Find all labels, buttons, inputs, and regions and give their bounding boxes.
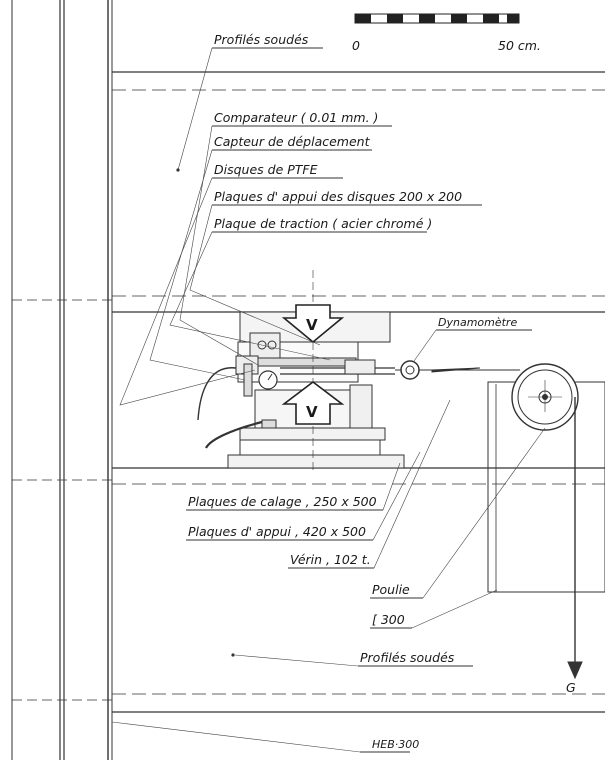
test-apparatus [197,270,405,470]
scale-end-label: 50 cm. [498,38,541,53]
leader-lines [111,47,546,753]
label-disques-ptfe: Disques de PTFE [214,162,318,177]
displacement-sensor [243,363,253,397]
label-profiles-soudes-top: Profilés soudés [214,32,309,47]
label-plaques-appui-disques: Plaques d' appui des disques 200 x 200 [214,189,462,204]
force-v-top-label: V [306,316,318,334]
label-plaque-traction: Plaque de traction ( acier chromé ) [214,216,432,231]
label-plaques-calage: Plaques de calage , 250 x 500 [188,494,377,509]
force-v-down-arrow [281,304,345,344]
label-load-g: G [566,680,576,695]
lower-beam [12,467,605,713]
label-underlines [186,47,532,753]
label-heb-300: HEB·300 [372,738,419,751]
label-c300: [ 300 [372,612,405,627]
label-poulie: Poulie [372,582,410,597]
label-capteur: Capteur de déplacement [214,134,371,149]
scale-bar: 0 50 cm. [352,13,541,53]
heb-column [11,0,113,760]
pulley-assembly [487,363,605,680]
dynamometer-icon [400,360,420,380]
scale-start-label: 0 [352,38,360,53]
label-comparateur: Comparateur ( 0.01 mm. ) [214,110,378,125]
force-v-up-arrow [281,380,345,425]
label-plaques-appui: Plaques d' appui , 420 x 500 [188,524,366,539]
force-arrows [281,304,345,425]
label-verin: Vérin , 102 t. [290,552,371,567]
force-v-bottom-label: V [306,403,318,421]
label-dynamometre: Dynamomètre [438,316,517,329]
load-arrow [567,661,583,680]
dynamometer [395,360,520,380]
label-profiles-soudes-bottom: Profilés soudés [360,650,455,665]
